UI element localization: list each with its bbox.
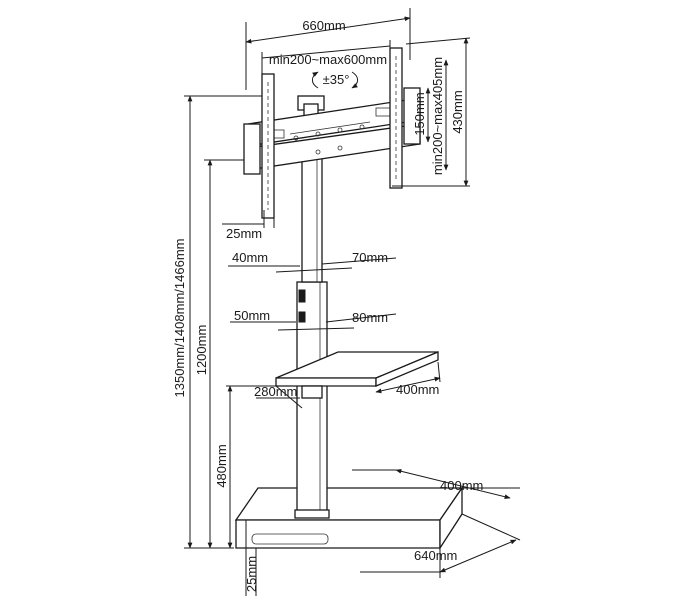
label-pole-lower-depth: 50mm (234, 308, 270, 323)
label-pole-height: 1200mm (194, 325, 209, 376)
label-pole-upper-width: 70mm (352, 250, 388, 265)
label-vesa-width: min200~max600mm (269, 52, 387, 67)
label-bracket-offset: 150mm (412, 92, 427, 135)
label-base-width: 640mm (414, 548, 457, 563)
dimension-labels: 660mm min200~max600mm ±35° 430mm min200~… (172, 18, 483, 592)
label-tilt-angle: ±35° (323, 72, 350, 87)
label-shelf-depth: 280mm (254, 384, 297, 399)
label-mount-width: 660mm (302, 18, 345, 33)
label-vesa-height: min200~max405mm (430, 57, 445, 175)
dimension-lines (184, 8, 521, 596)
upper-pole (298, 147, 323, 323)
label-pole-lower-width: 80mm (352, 310, 388, 325)
base-plate (234, 485, 464, 551)
label-shelf-width: 400mm (396, 382, 439, 397)
label-pole-upper-depth: 40mm (232, 250, 268, 265)
tilt-indicator (311, 71, 359, 89)
label-base-depth: 400mm (440, 478, 483, 493)
tv-mount-bracket (243, 47, 421, 219)
label-total-height: 1350mm/1408mm/1466mm (172, 239, 187, 398)
label-shelf-height: 480mm (214, 444, 229, 487)
label-mount-height: 430mm (450, 90, 465, 133)
label-base-thickness: 25mm (244, 556, 259, 592)
label-arm-width: 25mm (226, 226, 262, 241)
